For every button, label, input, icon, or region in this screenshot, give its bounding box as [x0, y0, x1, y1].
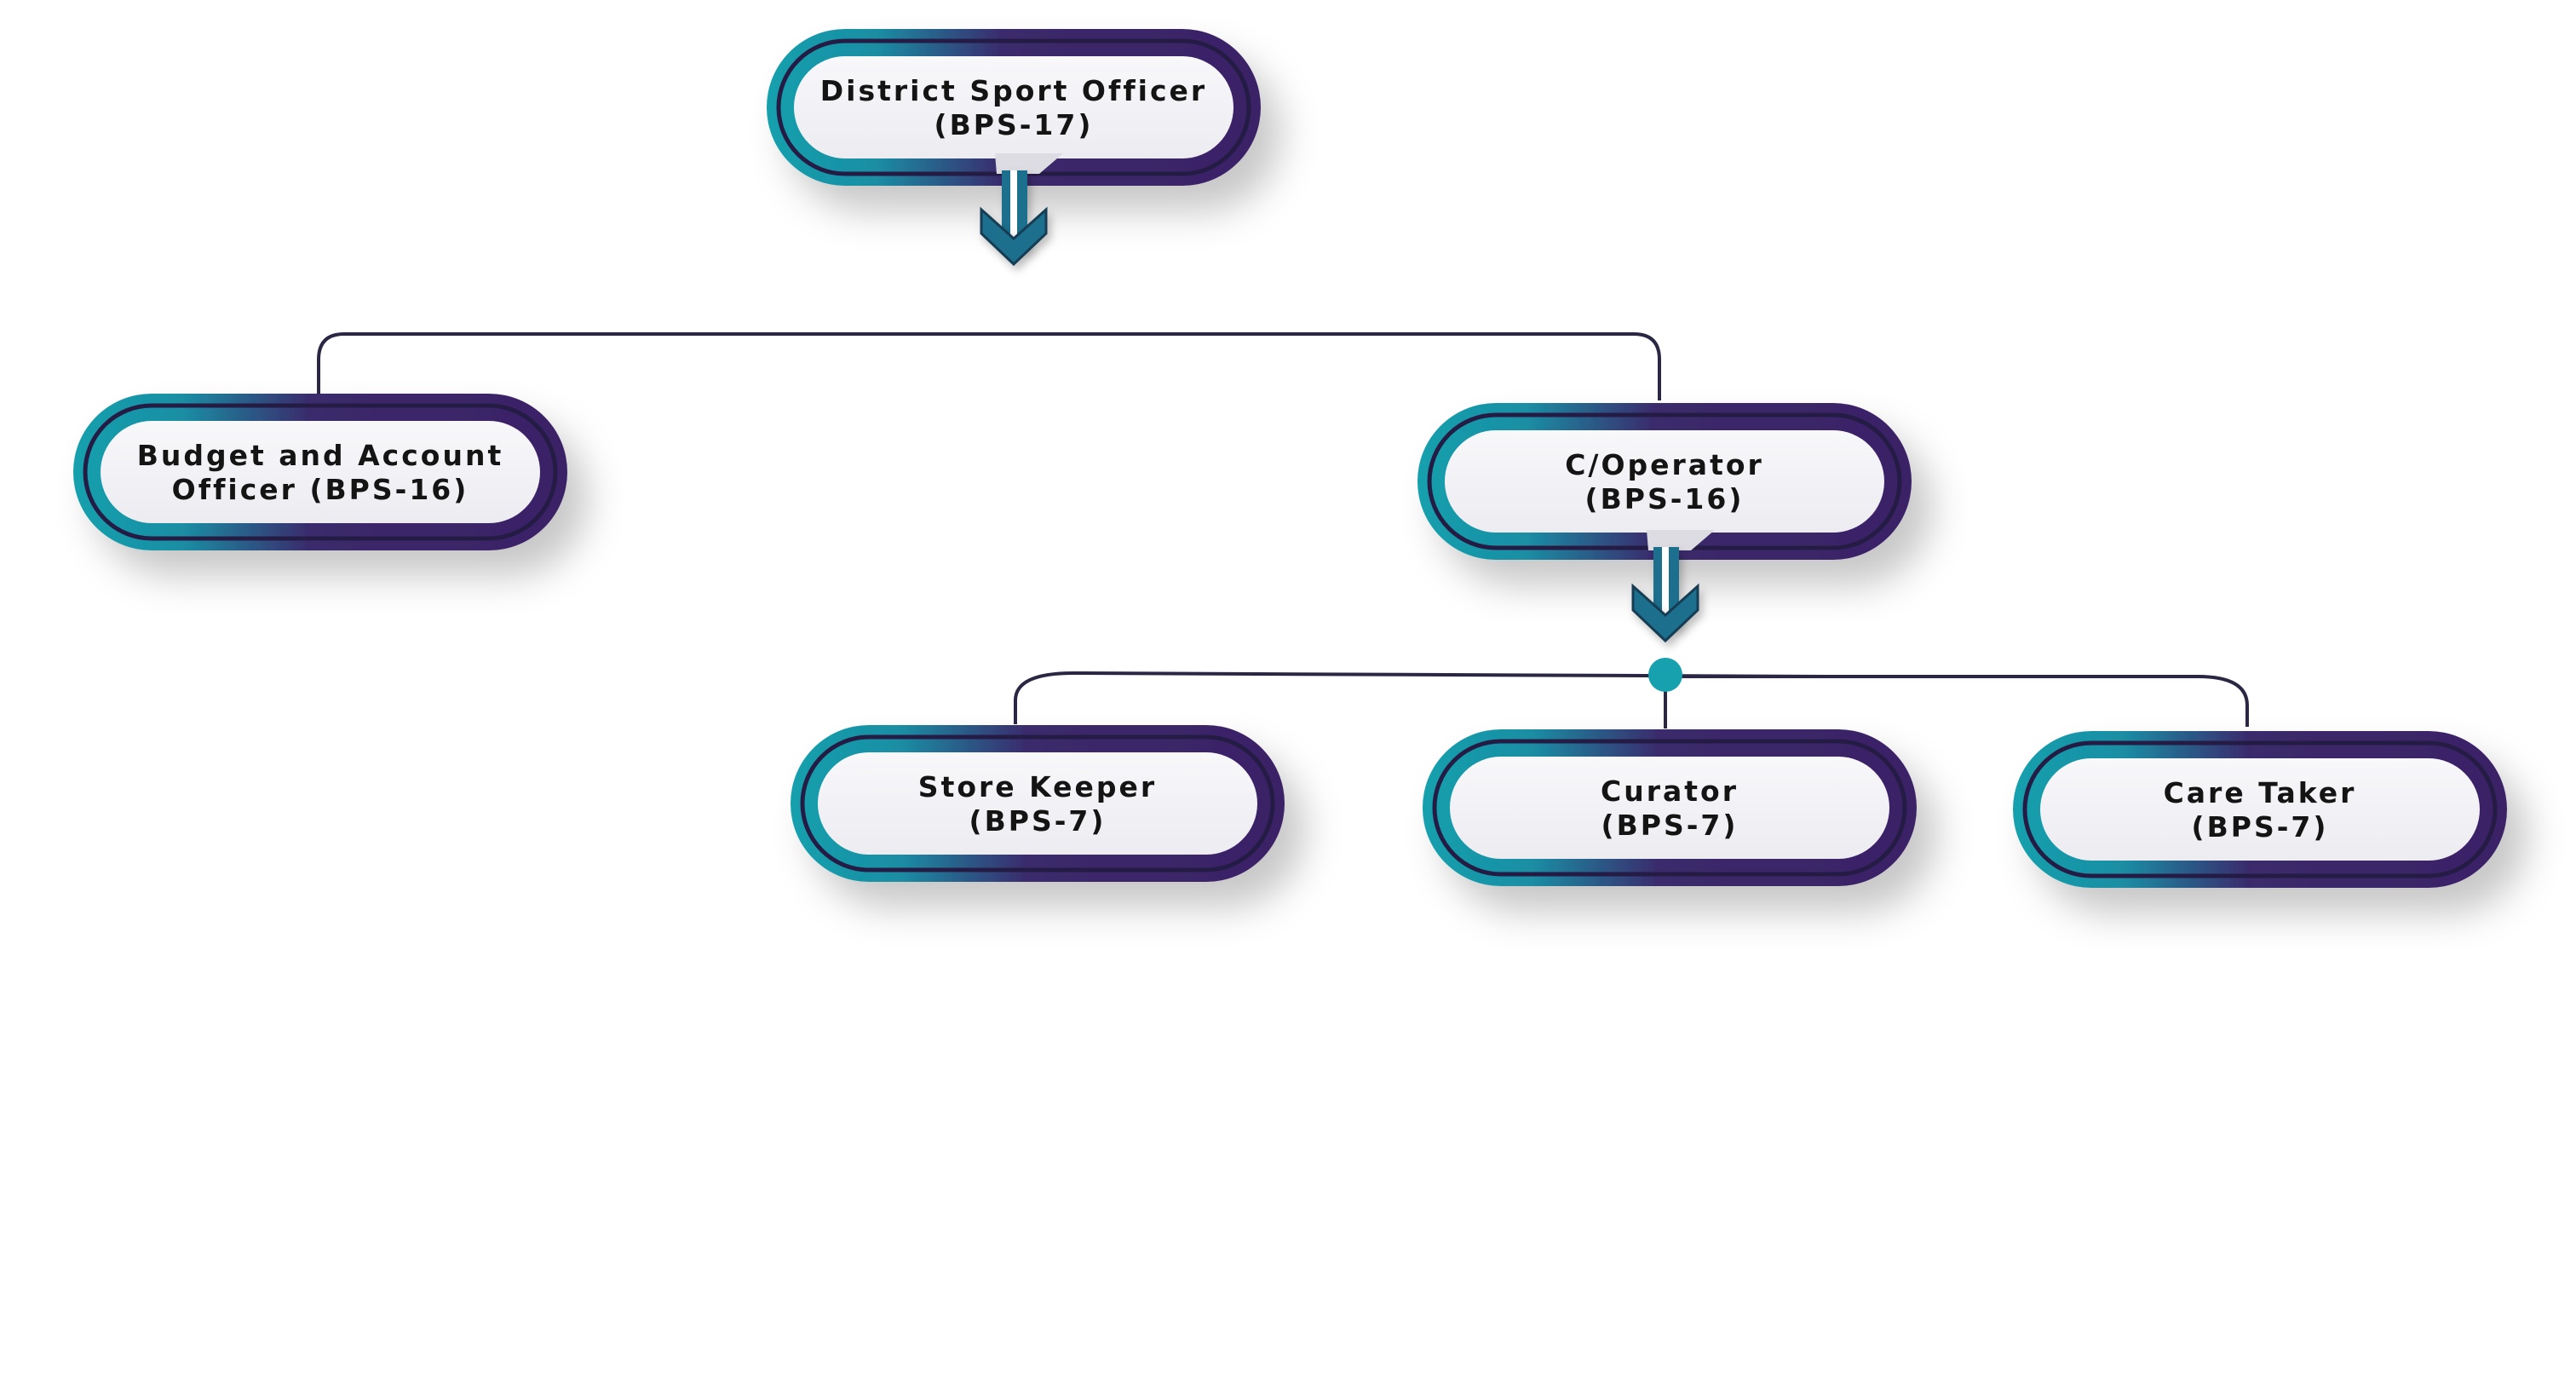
- node-title: Budget and Account: [137, 439, 504, 472]
- node-c-operator: C/Operator(BPS-16): [1417, 403, 1912, 560]
- node-grade: (BPS-7): [969, 804, 1107, 838]
- connector-junction-dot: [1648, 658, 1682, 692]
- node-title: Care Taker: [2164, 776, 2357, 809]
- node-outline: [776, 38, 1251, 176]
- node-pill: [818, 752, 1257, 855]
- node-grade: (BPS-16): [1585, 482, 1745, 515]
- node-outline: [83, 403, 558, 541]
- node-grade: (BPS-7): [2192, 810, 2329, 844]
- node-pill: [1450, 757, 1889, 859]
- node-title: Store Keeper: [918, 770, 1157, 803]
- connector-level-2-right: [1665, 675, 2249, 727]
- node-outline: [2022, 740, 2498, 878]
- arrow-head: [1631, 583, 1699, 643]
- node-outline: [1432, 739, 1907, 877]
- node-care-taker: Care Taker(BPS-7): [2013, 731, 2507, 888]
- arrow-fold: [1647, 530, 1715, 550]
- node-grade: Officer (BPS-16): [172, 473, 469, 506]
- connectors: [317, 332, 2249, 728]
- node-pill: [794, 56, 1233, 158]
- arrow-shaft-highlight: [1662, 547, 1669, 625]
- node-title: Curator: [1601, 774, 1739, 808]
- node-store-keeper: Store Keeper(BPS-7): [791, 725, 1285, 882]
- connector-level-2: [1014, 671, 1824, 724]
- node-pill: [2040, 758, 2480, 861]
- node-pill: [101, 421, 540, 523]
- node-outline: [1427, 412, 1902, 550]
- node-grade: (BPS-17): [934, 108, 1094, 141]
- node-outline: [800, 734, 1275, 872]
- node-title: C/Operator: [1565, 448, 1764, 481]
- down-arrow-icon: [980, 153, 1063, 267]
- arrow-shaft-highlight: [1010, 170, 1017, 249]
- arrow-fold: [995, 153, 1063, 174]
- down-arrow-icon: [1631, 530, 1715, 643]
- node-title: District Sport Officer: [820, 74, 1207, 107]
- arrow-head: [980, 206, 1048, 267]
- node-grade: (BPS-7): [1601, 809, 1739, 842]
- connector-level-1: [317, 332, 1661, 400]
- node-district-sport-officer: District Sport Officer(BPS-17): [767, 29, 1261, 186]
- node-pill: [1445, 430, 1884, 533]
- node-curator: Curator(BPS-7): [1423, 729, 1917, 886]
